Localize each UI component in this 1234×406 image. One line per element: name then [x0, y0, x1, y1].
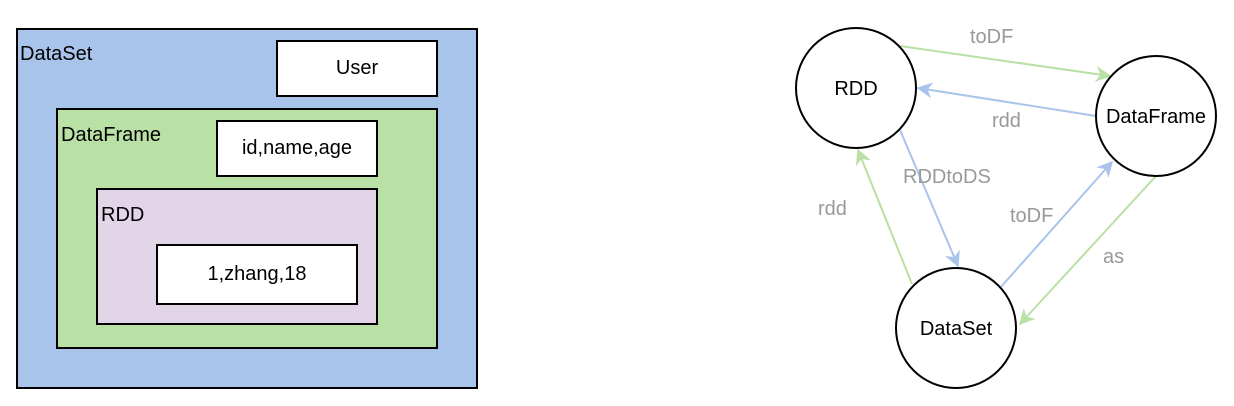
- edge-label-dataset-to-rdd: rdd: [818, 198, 847, 220]
- schema-box: id,name,age: [216, 120, 378, 177]
- edge-rdd-to-dataframe: [899, 45, 1112, 82]
- schema-label: id,name,age: [241, 137, 353, 159]
- edge-label-rdd-to-dataframe: toDF: [970, 26, 1013, 48]
- row-label: 1,zhang,18: [207, 263, 307, 285]
- edge-dataset-to-dataframe: [999, 160, 1114, 289]
- edge-label-dataframe-to-rdd: rdd: [992, 110, 1021, 132]
- edge-label-dataframe-to-dataset: as: [1103, 246, 1124, 268]
- dataframe-title: DataFrame: [61, 124, 162, 146]
- edge-rdd-to-dataset: [899, 129, 960, 268]
- rdd-title: RDD: [101, 204, 145, 226]
- edge-label-dataset-to-dataframe: toDF: [1010, 205, 1053, 227]
- row-box: 1,zhang,18: [156, 244, 358, 305]
- node-dataset-circle: [895, 267, 1017, 389]
- node-dataframe-circle: [1095, 55, 1217, 177]
- edge-dataframe-to-dataset: [1018, 175, 1157, 326]
- user-box: User: [276, 40, 438, 97]
- node-rdd-circle: [795, 27, 917, 149]
- edge-label-rdd-to-dataset: RDDtoDS: [903, 166, 991, 188]
- dataset-title: DataSet: [20, 43, 93, 65]
- node-dataset-label: DataSet: [920, 318, 993, 340]
- edge-dataframe-to-rdd: [916, 82, 1097, 117]
- node-dataframe-label: DataFrame: [1106, 106, 1206, 128]
- user-label: User: [335, 57, 379, 79]
- node-rdd-label: RDD: [834, 78, 877, 100]
- edge-dataset-to-rdd: [855, 148, 913, 285]
